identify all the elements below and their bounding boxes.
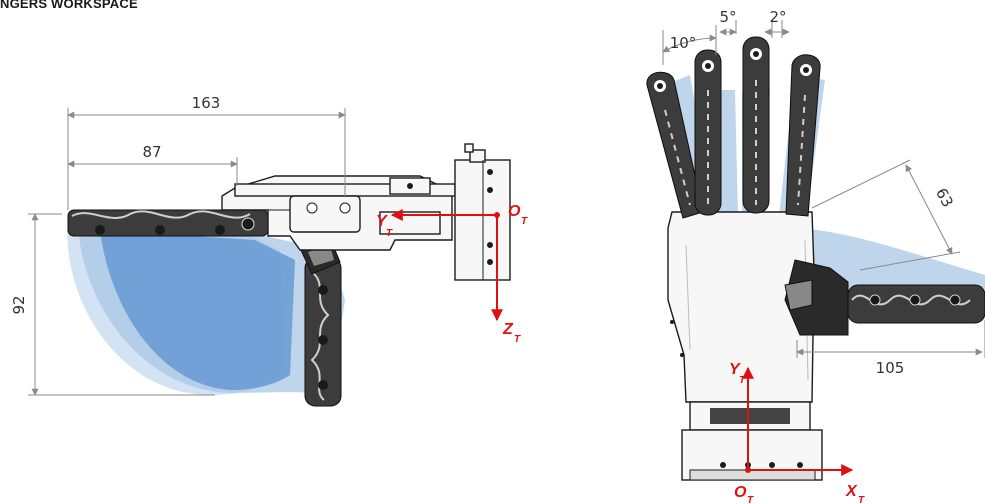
dim-angle-10: 10° bbox=[670, 34, 697, 52]
top-y-sub: T bbox=[739, 375, 746, 386]
top-x-sub: T bbox=[858, 495, 865, 504]
top-y-label: Y bbox=[729, 361, 741, 378]
dim-87: 87 bbox=[142, 143, 161, 161]
side-finger-extended bbox=[67, 209, 269, 237]
dim-163: 163 bbox=[192, 94, 221, 112]
top-finger-2 bbox=[694, 49, 722, 216]
side-z-sub: T bbox=[514, 334, 521, 345]
dim-105: 105 bbox=[876, 359, 905, 377]
top-finger-3 bbox=[742, 36, 770, 214]
side-origin-label: O bbox=[508, 203, 521, 220]
side-finger-flexed bbox=[304, 257, 342, 407]
section-title: NGERS WORKSPACE bbox=[0, 0, 138, 11]
side-z-label: Z bbox=[502, 321, 514, 338]
top-thumb bbox=[784, 259, 985, 336]
top-palm bbox=[667, 211, 815, 403]
top-x-label: X bbox=[845, 483, 858, 500]
top-finger-4 bbox=[785, 54, 821, 217]
top-view: 10° 5° 2° 63 105 Y T O T X T bbox=[646, 8, 985, 504]
dim-92: 92 bbox=[10, 295, 28, 314]
dim-63: 63 bbox=[932, 185, 957, 210]
top-origin-sub: T bbox=[747, 495, 754, 504]
top-origin-label: O bbox=[734, 484, 747, 501]
dim-angle-2: 2° bbox=[769, 8, 786, 26]
side-y-label: Y bbox=[376, 213, 388, 230]
dim-angle-5: 5° bbox=[719, 8, 736, 26]
side-workspace-inner bbox=[100, 230, 295, 390]
side-origin-sub: T bbox=[521, 216, 528, 227]
side-view: 163 87 92 O T Y T Z T bbox=[10, 94, 528, 407]
side-y-sub: T bbox=[386, 228, 393, 239]
